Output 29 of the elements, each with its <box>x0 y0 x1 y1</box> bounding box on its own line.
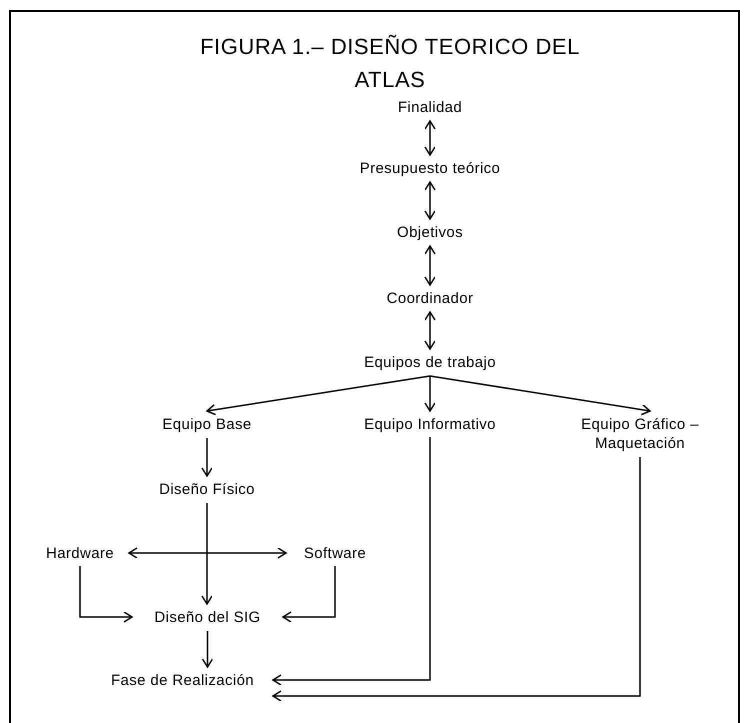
arrow <box>201 438 213 477</box>
arrow <box>202 631 214 668</box>
node-label: Equipos de trabajo <box>345 352 515 372</box>
diagram-title: FIGURA 1.– DISEÑO TEORICO DEL ATLAS <box>199 33 581 94</box>
arrow <box>424 245 436 286</box>
arrow <box>201 503 213 605</box>
node-label: Objetivos <box>380 222 480 242</box>
arrow <box>424 311 436 350</box>
arrow <box>424 181 436 220</box>
arrow <box>424 376 436 412</box>
node-label: Finalidad <box>370 97 490 117</box>
arrow <box>272 457 641 702</box>
node-label: Equipo Gráfico – Maquetación <box>560 414 720 454</box>
arrow <box>430 375 651 416</box>
node-label: Diseño Físico <box>147 479 267 499</box>
arrow <box>424 120 436 156</box>
node-label: Diseño del SIG <box>135 607 280 627</box>
arrow <box>79 566 133 623</box>
node-label: Coordinador <box>370 288 490 308</box>
arrow <box>272 437 431 686</box>
node-label: Software <box>290 543 380 563</box>
node-label: Equipo Base <box>152 414 262 434</box>
arrow <box>282 566 336 623</box>
arrow <box>206 375 430 416</box>
node-label: Fase de Realización <box>95 670 270 690</box>
node-label: Presupuesto teórico <box>340 158 520 178</box>
node-label: Equipo Informativo <box>345 414 515 434</box>
arrow <box>128 547 287 559</box>
node-label: Hardware <box>35 543 125 563</box>
